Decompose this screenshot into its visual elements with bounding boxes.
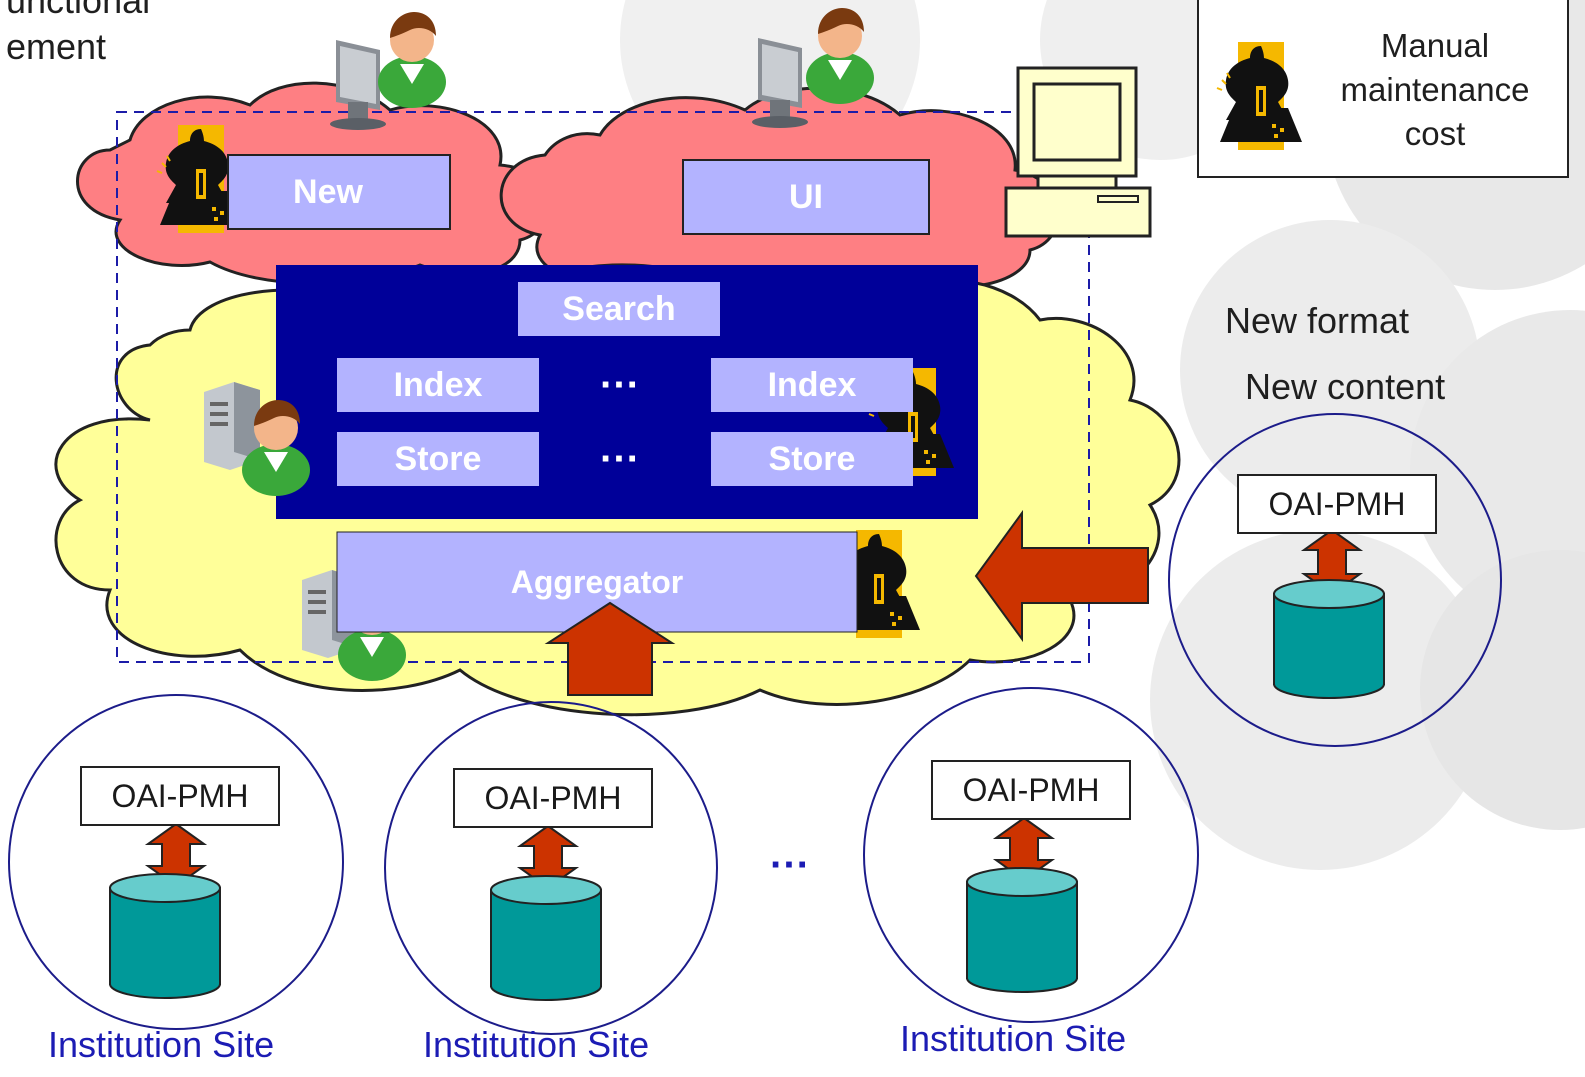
search-box: Search xyxy=(518,282,720,336)
oai-pmh-label-2: OAI-PMH xyxy=(453,768,653,828)
top-left-text-line2: ement xyxy=(6,26,107,67)
left-arrow-new-source xyxy=(974,509,1149,643)
new-content-text: New content xyxy=(1245,366,1446,407)
site-caption-1: Institution Site xyxy=(48,1024,275,1065)
store-box-left: Store xyxy=(337,432,539,486)
oai-pmh-label-3: OAI-PMH xyxy=(931,760,1131,820)
oai-pmh-label-right: OAI-PMH xyxy=(1237,474,1437,534)
new-box-shape xyxy=(227,154,451,230)
site-circle-1 xyxy=(8,694,344,1030)
database-icon-3 xyxy=(966,867,1078,993)
desktop-computer-icon xyxy=(1004,66,1152,238)
new-box-label: New xyxy=(293,172,363,211)
panel-ellipsis-store: ··· xyxy=(600,436,640,481)
aggregator-label: Aggregator xyxy=(510,563,684,600)
index-box-right: Index xyxy=(711,358,913,412)
site-caption-3: Institution Site xyxy=(900,1018,1127,1059)
new-format-text: New format xyxy=(1225,300,1410,341)
top-left-text-line1: unctional xyxy=(6,0,151,21)
up-arrow-harvest xyxy=(544,601,676,696)
legend-label: Manual maintenance cost xyxy=(1340,27,1530,152)
user-icon-right xyxy=(806,8,874,104)
database-icon-right xyxy=(1273,579,1385,699)
user-icon-left xyxy=(378,12,446,108)
store-box-right: Store xyxy=(711,432,913,486)
site-caption-2: Institution Site xyxy=(423,1024,650,1065)
site-circle-right xyxy=(1168,413,1502,747)
oai-pmh-label-1: OAI-PMH xyxy=(80,766,280,826)
sites-ellipsis: ··· xyxy=(770,842,810,887)
database-icon-1 xyxy=(109,873,221,999)
ui-box-label: UI xyxy=(789,177,823,216)
database-icon-2 xyxy=(490,875,602,1001)
site-circle-3 xyxy=(863,687,1199,1023)
site-circle-2 xyxy=(384,701,718,1035)
index-box-left: Index xyxy=(337,358,539,412)
ui-box-shape xyxy=(682,159,930,235)
panel-ellipsis-index: ··· xyxy=(600,362,640,407)
